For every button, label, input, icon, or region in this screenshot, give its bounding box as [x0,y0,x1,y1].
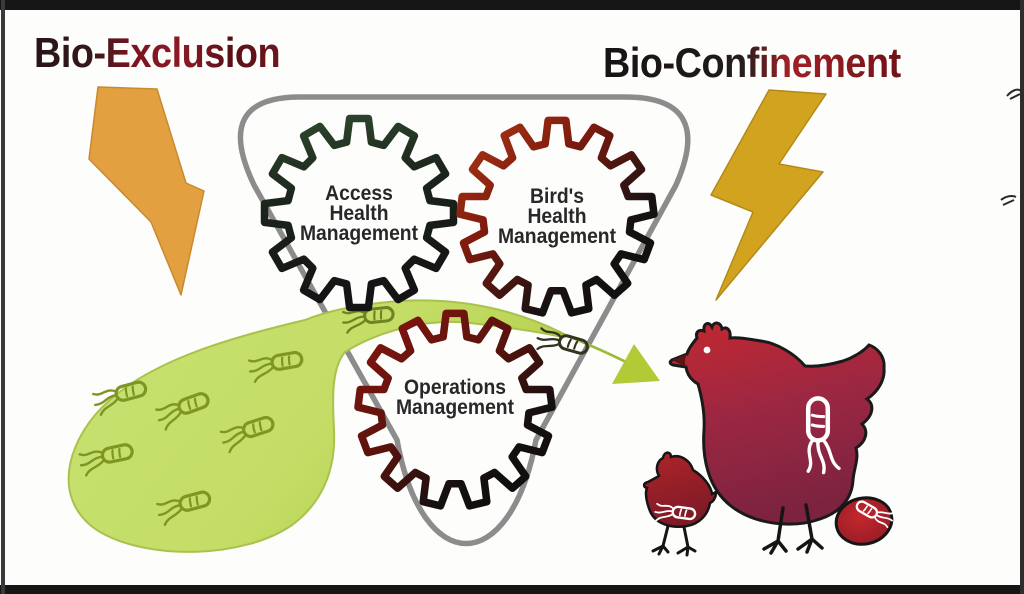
gear-label-line: Health [329,202,389,225]
scan-artifacts [1000,88,1022,206]
scan-border-left [1,0,5,594]
chick-legs [651,524,697,557]
lightning-bolt-icon-right [710,89,827,301]
hen-beak [672,354,687,367]
egg-icon [834,493,898,546]
gear-icon-access [260,114,458,312]
lightning-bolt-icon-left [88,86,205,296]
arrow-triangle-icon [612,344,660,384]
title-bio-exclusion: Bio-Exclusion [34,29,281,76]
triangle-outline [237,94,691,547]
gear-label-birds: Bird's Health Management [497,185,617,248]
title-bio-confinement: Bio-Confinement [603,39,901,86]
scan-border-bottom [0,585,1024,594]
contamination-plume-icon [67,299,563,553]
gear-label-line: Management [299,222,419,245]
chick-icon [642,451,718,557]
scan-border-top [0,0,1024,10]
hen-eye [703,346,711,354]
egg-shape [834,496,894,546]
gear-label-line: Management [497,225,617,248]
gear-icon-operations [354,309,556,510]
gear-label-line: Health [527,205,587,228]
gear-label-line: Access [325,182,393,205]
chick-body [642,451,718,528]
hen-body [668,321,886,526]
gear-label-access: Access Health Management [299,182,419,245]
gear-label-line: Management [395,396,515,419]
gear-label-line: Bird's [529,185,584,208]
gear-label-operations: Operations Management [395,376,515,419]
scan-border-right [1020,0,1024,594]
gear-label-line: Operations [404,376,506,399]
gear-icon-birds [456,116,658,317]
hen-icon [668,321,886,555]
hen-legs [762,503,824,555]
